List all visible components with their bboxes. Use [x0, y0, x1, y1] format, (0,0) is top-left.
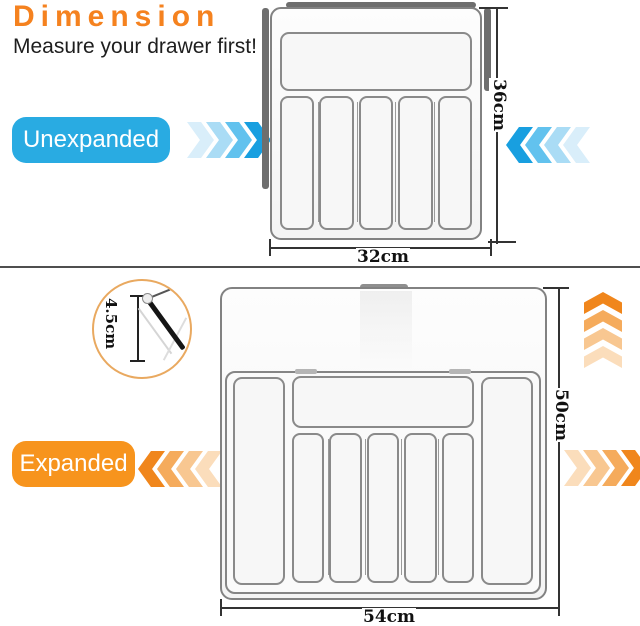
depth-dimension-line [137, 296, 139, 360]
expanded-width-tick-right [558, 599, 560, 616]
tray-slide-tab [449, 369, 471, 374]
depth-dimension-tick-top [130, 295, 145, 297]
expanded-organizer [220, 287, 547, 600]
divider-wall-line [437, 439, 439, 575]
width-dimension-line [270, 247, 491, 249]
right-expansion-compartment [481, 377, 533, 585]
chevrons-left-blue [506, 127, 590, 163]
expanded-width-label: 54cm [362, 607, 416, 626]
chevrons-up-orange [584, 292, 622, 368]
expanded-badge: Expanded [12, 441, 135, 487]
expanded-height-tick-top [543, 287, 569, 289]
chevron-up-icon [584, 292, 622, 314]
organizer-compartment [358, 96, 394, 230]
organizer-compartment [292, 433, 325, 583]
organizer-compartment [280, 96, 315, 230]
divider-wall-line [356, 102, 358, 222]
organizer-top-compartment [292, 376, 474, 428]
page-title: Dimension [13, 0, 221, 33]
organizer-compartment [319, 96, 354, 230]
organizer-compartment [437, 96, 473, 230]
organizer-top-shell-bar [286, 2, 476, 8]
organizer-top-compartment [280, 32, 472, 91]
unexpanded-organizer [270, 7, 482, 240]
divider-wall-line [401, 439, 403, 575]
organizer-compartment [441, 433, 475, 583]
chevron-up-icon [584, 310, 622, 332]
chevrons-right-blue [187, 122, 271, 158]
unexpanded-badge-label: Unexpanded [22, 126, 160, 153]
height-dimension-tick-top [479, 7, 508, 9]
expanded-height-dimension-line [558, 288, 560, 608]
organizer-compartments [280, 96, 473, 230]
expanded-shell-sheen [360, 291, 412, 369]
tray-slide-tab [295, 369, 317, 374]
page-subtitle: Measure your drawer first! [13, 35, 257, 58]
chevron-up-icon [584, 346, 622, 368]
expanded-main-tray [225, 369, 541, 594]
width-dimension-tick-left [269, 239, 271, 256]
left-expansion-compartment [233, 377, 285, 585]
organizer-compartment [366, 433, 400, 583]
chevrons-left-orange [138, 451, 222, 487]
height-dimension-tick-bottom [488, 241, 516, 243]
divider-wall-line [395, 102, 397, 222]
width-dimension-tick-right [490, 239, 492, 256]
chevrons-right-orange [564, 450, 640, 486]
expanded-width-dimension-line [220, 607, 559, 609]
expanded-badge-label: Expanded [19, 450, 128, 477]
organizer-compartment [398, 96, 433, 230]
corner-depth-detail-circle: 4.5cm [92, 279, 192, 379]
divider-wall-line [364, 439, 366, 575]
chevron-up-icon [584, 328, 622, 350]
detail-leader-line [151, 288, 172, 298]
organizer-compartment [329, 433, 362, 583]
depth-dimension-tick-bottom [130, 360, 145, 362]
divider-wall-line [318, 102, 320, 222]
organizer-compartments [292, 433, 475, 583]
organizer-right-rail [484, 8, 491, 91]
organizer-left-rail [262, 8, 269, 189]
expanded-width-tick-left [220, 599, 222, 616]
organizer-compartment [404, 433, 437, 583]
tray-corner-rivet [142, 293, 153, 304]
divider-wall-line [328, 439, 330, 575]
corner-depth-label: 4.5cm [102, 298, 120, 350]
unexpanded-height-label: 36cm [489, 78, 509, 132]
unexpanded-width-label: 32cm [356, 247, 410, 267]
unexpanded-badge: Unexpanded [12, 117, 170, 163]
divider-wall-line [433, 102, 435, 222]
expanded-height-label: 50cm [551, 388, 571, 442]
section-divider [0, 266, 640, 268]
